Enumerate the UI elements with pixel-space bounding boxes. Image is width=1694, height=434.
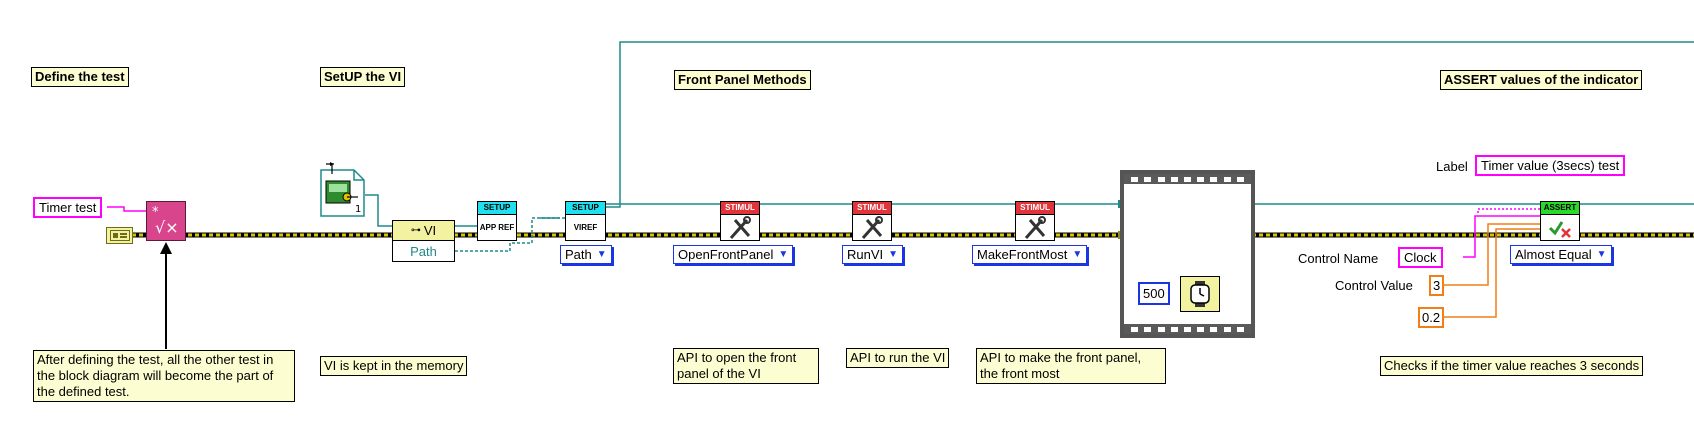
setup-viref-label: VIREF (573, 223, 598, 232)
make-front-most-value: MakeFrontMost (977, 247, 1068, 262)
check-cross-icon (1548, 220, 1571, 238)
run-vi-value: RunVI (847, 247, 884, 262)
chevron-down-icon: ▼ (1596, 248, 1607, 260)
run-vi-note: API to run the VI (846, 348, 950, 368)
comparison-ring[interactable]: Almost Equal ▼ (1510, 245, 1612, 264)
stimul-band: STIMUL (1016, 202, 1054, 215)
open-front-panel-value: OpenFrontPanel (678, 247, 774, 262)
section-assert-values: ASSERT values of the indicator (1440, 70, 1643, 90)
assert-label-constant[interactable]: Timer value (3secs) test (1475, 155, 1626, 176)
tools-icon (729, 215, 751, 239)
section-define-the-test: Define the test (31, 67, 129, 87)
stimul-band: STIMUL (853, 202, 891, 215)
run-vi-ring[interactable]: RunVI ▼ (842, 245, 904, 264)
setup-app-ref-band: SETUP (478, 202, 516, 215)
open-front-panel-ring[interactable]: OpenFrontPanel ▼ (673, 245, 794, 264)
section-front-panel-methods: Front Panel Methods (674, 70, 811, 90)
vi-memory-note: VI is kept in the memory (320, 356, 468, 376)
assert-label-caption: Label (1436, 159, 1468, 174)
setup-viref-vi[interactable]: SETUP VIREF (565, 201, 606, 241)
path-wire (455, 217, 565, 252)
static-vi-reference[interactable]: 1 (320, 162, 365, 218)
setup-viref-band: SETUP (566, 202, 605, 215)
stimul-run-vi[interactable]: STIMUL (852, 201, 892, 241)
string-wire (107, 206, 1540, 258)
note-pointer-arrow (160, 242, 172, 349)
chevron-down-icon: ▼ (888, 248, 899, 260)
make-front-most-ring[interactable]: MakeFrontMost ▼ (972, 245, 1088, 264)
chevron-down-icon: ▼ (1072, 248, 1083, 260)
number-wire (1440, 223, 1540, 318)
svg-text:1: 1 (355, 204, 361, 215)
path-ring-selector[interactable]: Path ▼ (560, 245, 612, 264)
chevron-down-icon: ▼ (778, 248, 789, 260)
assert-band: ASSERT (1541, 202, 1579, 215)
tools-icon (1024, 215, 1046, 239)
define-test-icon: * √× (152, 205, 179, 237)
svg-text:*: * (152, 205, 159, 220)
control-value-caption: Control Value (1335, 278, 1413, 293)
section-setup-the-vi: SetUP the VI (320, 67, 406, 87)
svg-text:√×: √× (155, 218, 179, 237)
error-cluster-icon (109, 230, 130, 241)
define-test-vi[interactable]: * √× (146, 201, 186, 241)
chevron-down-icon: ▼ (596, 248, 607, 260)
tolerance-constant[interactable]: 0.2 (1418, 307, 1445, 328)
stimul-band: STIMUL (721, 202, 759, 215)
sequence-structure-frame[interactable] (1120, 170, 1255, 338)
open-front-panel-note: API to open the front panel of the VI (673, 348, 819, 384)
setup-app-ref-vi[interactable]: SETUP APP REF (477, 201, 517, 241)
wait-ms-constant[interactable]: 500 (1138, 282, 1170, 305)
control-name-caption: Control Name (1298, 251, 1379, 266)
property-node-icon: ⊶ (410, 225, 421, 236)
property-node-class: VI (423, 223, 437, 238)
control-name-constant[interactable]: Clock (1398, 247, 1443, 268)
watch-icon (1190, 281, 1210, 307)
make-front-most-note: API to make the front panel, the front m… (976, 348, 1166, 384)
setup-app-ref-label: APP REF (479, 223, 515, 232)
define-test-note: After defining the test, all the other t… (33, 350, 295, 402)
test-name-constant[interactable]: Timer test (33, 197, 103, 218)
property-node-path: Path (410, 244, 437, 259)
path-ring-value: Path (565, 247, 592, 262)
static-vi-reference-icon: 1 (320, 162, 365, 217)
frame-top-film-edge (1124, 174, 1251, 184)
path-property-node[interactable]: ⊶ VI Path (392, 220, 455, 262)
timer-check-note: Checks if the timer value reaches 3 seco… (1380, 356, 1644, 376)
stimul-make-front-most-vi[interactable]: STIMUL (1015, 201, 1055, 241)
string-wire-label (1477, 208, 1540, 213)
tools-icon (861, 215, 883, 239)
control-value-constant[interactable]: 3 (1429, 275, 1445, 296)
frame-bottom-film-edge (1124, 324, 1251, 334)
comparison-value: Almost Equal (1515, 247, 1592, 262)
wait-ms-function[interactable] (1180, 276, 1220, 312)
assert-vi[interactable]: ASSERT (1540, 201, 1580, 241)
stimul-open-front-panel-vi[interactable]: STIMUL (720, 201, 760, 241)
error-cluster-constant[interactable] (106, 227, 133, 244)
